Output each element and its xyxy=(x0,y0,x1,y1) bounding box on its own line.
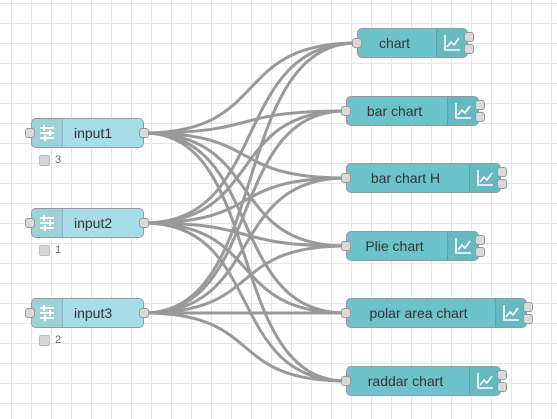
status-text: 1 xyxy=(55,244,62,256)
wire[interactable] xyxy=(143,41,358,225)
node-status: 2 xyxy=(39,334,61,346)
input-port[interactable] xyxy=(341,241,351,251)
input-port[interactable] xyxy=(341,173,351,183)
button-port[interactable] xyxy=(25,218,35,228)
output-port[interactable] xyxy=(497,179,507,189)
wire[interactable] xyxy=(143,109,347,135)
status-dot-icon xyxy=(39,334,50,346)
wire[interactable] xyxy=(143,176,347,225)
output-port[interactable] xyxy=(497,167,507,177)
wire[interactable] xyxy=(143,131,347,383)
input-port[interactable] xyxy=(341,376,351,386)
output-port[interactable] xyxy=(475,112,485,122)
output-port[interactable] xyxy=(464,32,474,42)
node-label: input2 xyxy=(74,215,113,231)
wire[interactable] xyxy=(143,131,347,315)
wire[interactable] xyxy=(143,244,347,315)
node-label: Plie chart xyxy=(365,238,424,254)
line-chart-icon xyxy=(447,232,478,260)
wire[interactable] xyxy=(143,221,347,315)
inject-icon xyxy=(32,209,63,237)
output-port[interactable] xyxy=(139,218,149,228)
inject-node-input2[interactable]: input2 xyxy=(25,208,149,238)
input-port[interactable] xyxy=(341,308,351,318)
line-chart-icon xyxy=(469,367,500,395)
wire[interactable] xyxy=(143,221,347,383)
node-label: bar chart H xyxy=(370,170,441,186)
status-dot-icon xyxy=(39,244,50,256)
line-chart-icon xyxy=(447,97,478,125)
output-port[interactable] xyxy=(475,235,485,245)
wire[interactable] xyxy=(143,109,347,315)
node-label: input1 xyxy=(74,125,113,141)
status-text: 3 xyxy=(55,154,62,166)
inject-icon xyxy=(32,299,63,327)
output-port[interactable] xyxy=(139,128,149,138)
node-label: bar chart xyxy=(366,103,423,119)
output-port[interactable] xyxy=(475,247,485,257)
output-port[interactable] xyxy=(497,382,507,392)
wire[interactable] xyxy=(143,131,347,180)
node-status: 3 xyxy=(39,154,61,166)
output-port[interactable] xyxy=(497,370,507,380)
button-port[interactable] xyxy=(25,308,35,318)
node-label: input3 xyxy=(74,305,113,321)
chart-node-bar-chart-h[interactable]: bar chart H xyxy=(341,163,507,193)
line-chart-icon xyxy=(436,29,467,57)
chart-node-polar-area-chart[interactable]: polar area chart xyxy=(341,298,533,328)
chart-node-chart[interactable]: chart xyxy=(352,28,474,58)
status-text: 2 xyxy=(55,334,62,346)
wire[interactable] xyxy=(143,311,347,383)
output-port[interactable] xyxy=(523,314,533,324)
status-dot-icon xyxy=(39,154,50,166)
node-label: raddar chart xyxy=(367,373,444,389)
line-chart-icon xyxy=(495,299,526,327)
output-port[interactable] xyxy=(523,302,533,312)
inject-node-input1[interactable]: input1 xyxy=(25,118,149,148)
input-port[interactable] xyxy=(352,38,362,48)
output-port[interactable] xyxy=(464,44,474,54)
wire[interactable] xyxy=(143,109,347,225)
wire[interactable] xyxy=(143,176,347,315)
wire[interactable] xyxy=(143,41,358,315)
inject-icon xyxy=(32,119,63,147)
input-port[interactable] xyxy=(341,106,351,116)
output-port[interactable] xyxy=(475,100,485,110)
node-label: chart xyxy=(378,35,411,51)
chart-node-plie-chart[interactable]: Plie chart xyxy=(341,231,485,261)
wire[interactable] xyxy=(143,41,358,135)
chart-node-bar-chart[interactable]: bar chart xyxy=(341,96,485,126)
node-status: 1 xyxy=(39,244,61,256)
inject-node-input3[interactable]: input3 xyxy=(25,298,149,328)
wire[interactable] xyxy=(143,221,347,248)
button-port[interactable] xyxy=(25,128,35,138)
chart-node-raddar-chart[interactable]: raddar chart xyxy=(341,366,507,396)
line-chart-icon xyxy=(469,164,500,192)
wire[interactable] xyxy=(143,131,347,248)
node-label: polar area chart xyxy=(369,305,468,321)
output-port[interactable] xyxy=(139,308,149,318)
